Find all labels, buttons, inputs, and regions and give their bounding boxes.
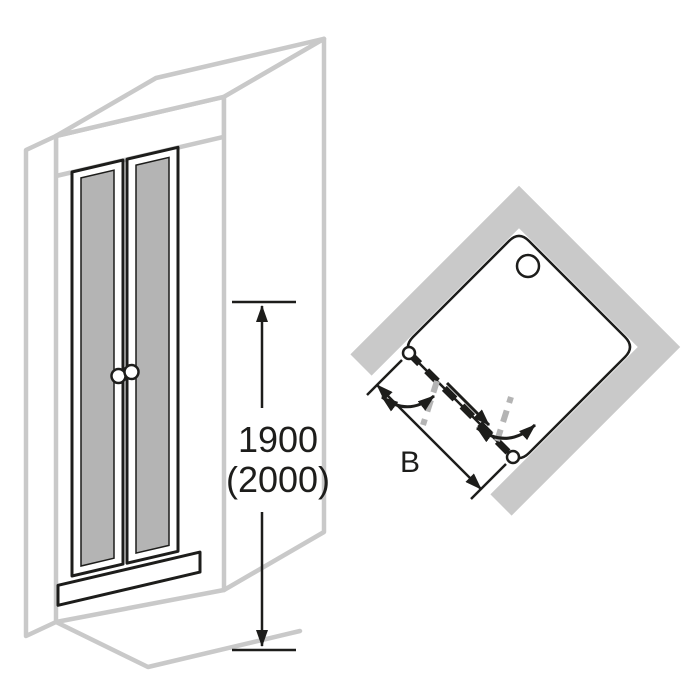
- width-dimension-ext-right: [470, 463, 507, 500]
- drain-circle: [515, 253, 541, 279]
- pivot-left: [401, 345, 417, 361]
- width-dimension-line: [376, 384, 482, 490]
- floor-edge: [53, 587, 227, 625]
- glass-pane-left: [80, 169, 115, 567]
- height-dimension: 1900 (2000): [226, 300, 330, 652]
- shower-tray-front: [56, 550, 202, 607]
- pivot-right: [505, 449, 521, 465]
- swing-arrow-right: [476, 423, 536, 443]
- wall-band: [350, 185, 681, 516]
- glass-pane-right: [135, 156, 170, 555]
- width-dimension-label: B: [400, 446, 420, 479]
- door-knob-right: [123, 363, 140, 381]
- height-dimension-value-primary: 1900: [238, 419, 318, 460]
- plan-view-figure: B: [350, 185, 681, 516]
- width-dimension-ext-left: [366, 359, 403, 396]
- left-wall-strip: [23, 133, 59, 639]
- width-dimension: B: [366, 359, 507, 500]
- height-dimension-value-secondary: (2000): [226, 459, 330, 500]
- right-wall: [221, 36, 327, 593]
- base-platform-edge: [53, 619, 303, 670]
- front-view-figure: 1900 (2000): [23, 36, 330, 670]
